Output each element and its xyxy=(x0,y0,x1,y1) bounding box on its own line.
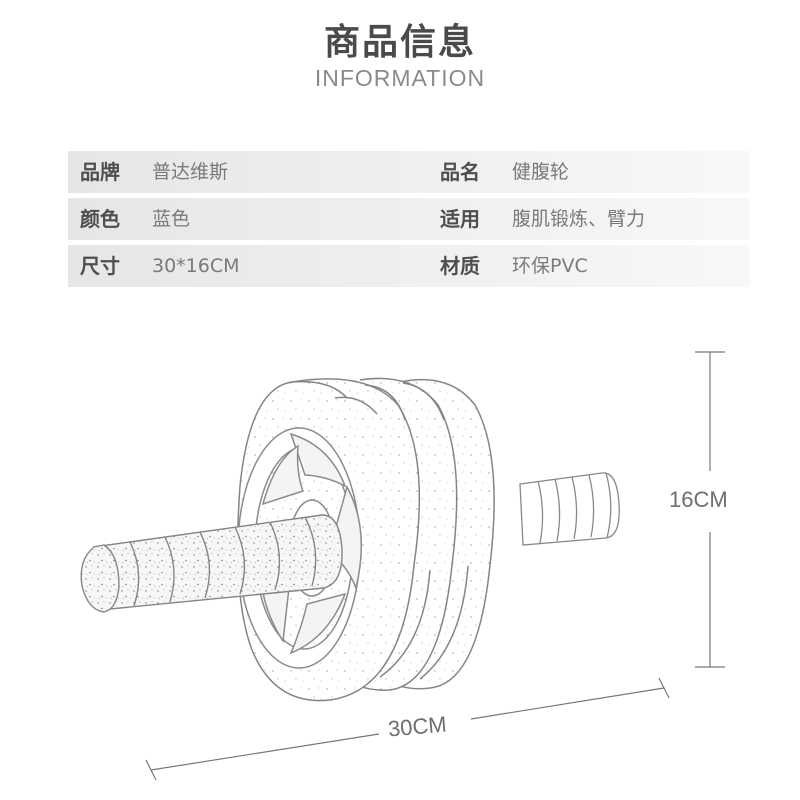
usage-value: 腹肌锻炼、臂力 xyxy=(512,208,646,230)
color-value: 蓝色 xyxy=(152,208,191,230)
color-label: 颜色 xyxy=(80,207,120,231)
size-value: 30*16CM xyxy=(152,255,240,277)
size-label: 尺寸 xyxy=(80,254,120,278)
material-label: 材质 xyxy=(440,254,480,278)
product-name-label: 品名 xyxy=(440,160,480,184)
info-row-color-usage: 颜色 蓝色 适用 腹肌锻炼、臂力 xyxy=(68,198,750,240)
page-subtitle: INFORMATION xyxy=(314,65,486,91)
brand-value: 普达维斯 xyxy=(152,161,229,183)
info-row-size-material: 尺寸 30*16CM 材质 环保PVC xyxy=(68,245,750,287)
material-value: 环保PVC xyxy=(512,255,588,277)
right-handle xyxy=(519,472,620,546)
left-foam-handle xyxy=(80,514,343,613)
product-name-value: 健腹轮 xyxy=(512,161,570,183)
usage-label: 适用 xyxy=(440,207,480,231)
width-dimension-label: 30CM xyxy=(386,711,448,742)
info-row-brand-name: 品牌 普达维斯 品名 健腹轮 xyxy=(68,151,750,193)
width-dimension-line xyxy=(145,677,670,781)
height-dimension-line xyxy=(695,351,725,668)
page-title: 商品信息 xyxy=(323,22,476,63)
brand-label: 品牌 xyxy=(80,160,120,184)
height-dimension-label: 16CM xyxy=(669,487,728,512)
